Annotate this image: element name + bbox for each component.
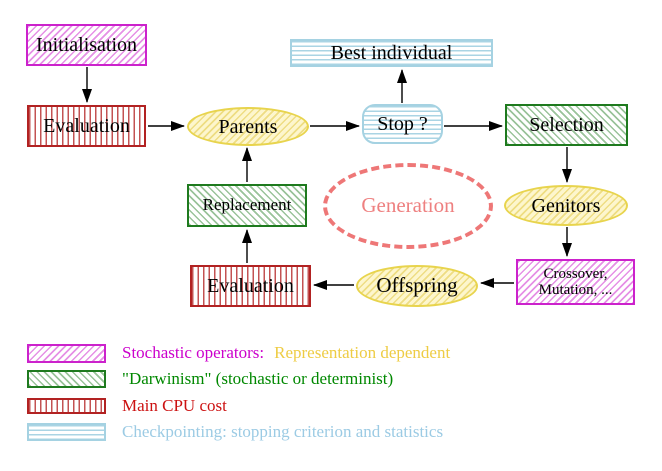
node-generation-cycle: Generation (323, 163, 493, 249)
node-stop: Stop ? (362, 104, 443, 144)
node-initialisation-label: Initialisation (35, 34, 138, 56)
legend-swatch-checkpointing (27, 423, 106, 441)
node-offspring: Offspring (356, 265, 478, 307)
node-genitors: Genitors (504, 185, 628, 226)
node-replacement-label: Replacement (202, 195, 292, 215)
node-replacement: Replacement (187, 184, 307, 227)
legend-text-stochastic: Stochastic operators: (122, 343, 265, 362)
legend-text-darwinism: "Darwinism" (stochastic or determinist) (122, 369, 394, 388)
legend-swatch-cpu-cost (27, 398, 106, 414)
node-stop-label: Stop ? (377, 113, 428, 135)
node-evaluation-top-label: Evaluation (43, 115, 130, 137)
legend-text-representation: Representation dependent (274, 343, 451, 362)
node-crossover-label-line2: Mutation, ... (538, 282, 613, 298)
legend-swatch-stochastic-operators (27, 343, 106, 363)
node-crossover-label-line1: Crossover, (543, 265, 608, 282)
node-crossover-mutation: Crossover, Mutation, ... (516, 259, 635, 305)
legend-row-cpu-cost: Main CPU cost (27, 395, 227, 417)
node-parents-label: Parents (218, 115, 278, 138)
node-genitors-label: Genitors (531, 194, 601, 217)
legend-label-checkpointing: Checkpointing: stopping criterion and st… (122, 422, 443, 442)
legend-swatch-darwinism (27, 370, 106, 388)
node-evaluation-bottom-label: Evaluation (207, 275, 294, 297)
node-evaluation-top: Evaluation (27, 105, 146, 147)
legend-label-darwinism: "Darwinism" (stochastic or determinist) (122, 369, 393, 389)
legend-text-cpu-cost: Main CPU cost (122, 396, 227, 415)
node-best-individual-label: Best individual (330, 42, 453, 64)
node-selection-label: Selection (529, 114, 604, 136)
legend-row-stochastic: Stochastic operators: Representation depe… (27, 342, 450, 364)
legend-label-cpu-cost: Main CPU cost (122, 396, 227, 416)
legend-row-darwinism: "Darwinism" (stochastic or determinist) (27, 368, 393, 390)
node-initialisation: Initialisation (26, 24, 147, 66)
legend-text-checkpointing: Checkpointing: stopping criterion and st… (122, 422, 444, 441)
node-offspring-label: Offspring (376, 273, 458, 298)
legend-row-checkpointing: Checkpointing: stopping criterion and st… (27, 421, 443, 443)
node-selection: Selection (505, 104, 628, 146)
node-evaluation-bottom: Evaluation (190, 265, 311, 307)
node-parents: Parents (187, 107, 309, 146)
node-generation-label: Generation (361, 193, 455, 218)
legend-label-stochastic-operators: Stochastic operators: Representation depe… (122, 343, 450, 363)
node-best-individual: Best individual (290, 39, 493, 67)
